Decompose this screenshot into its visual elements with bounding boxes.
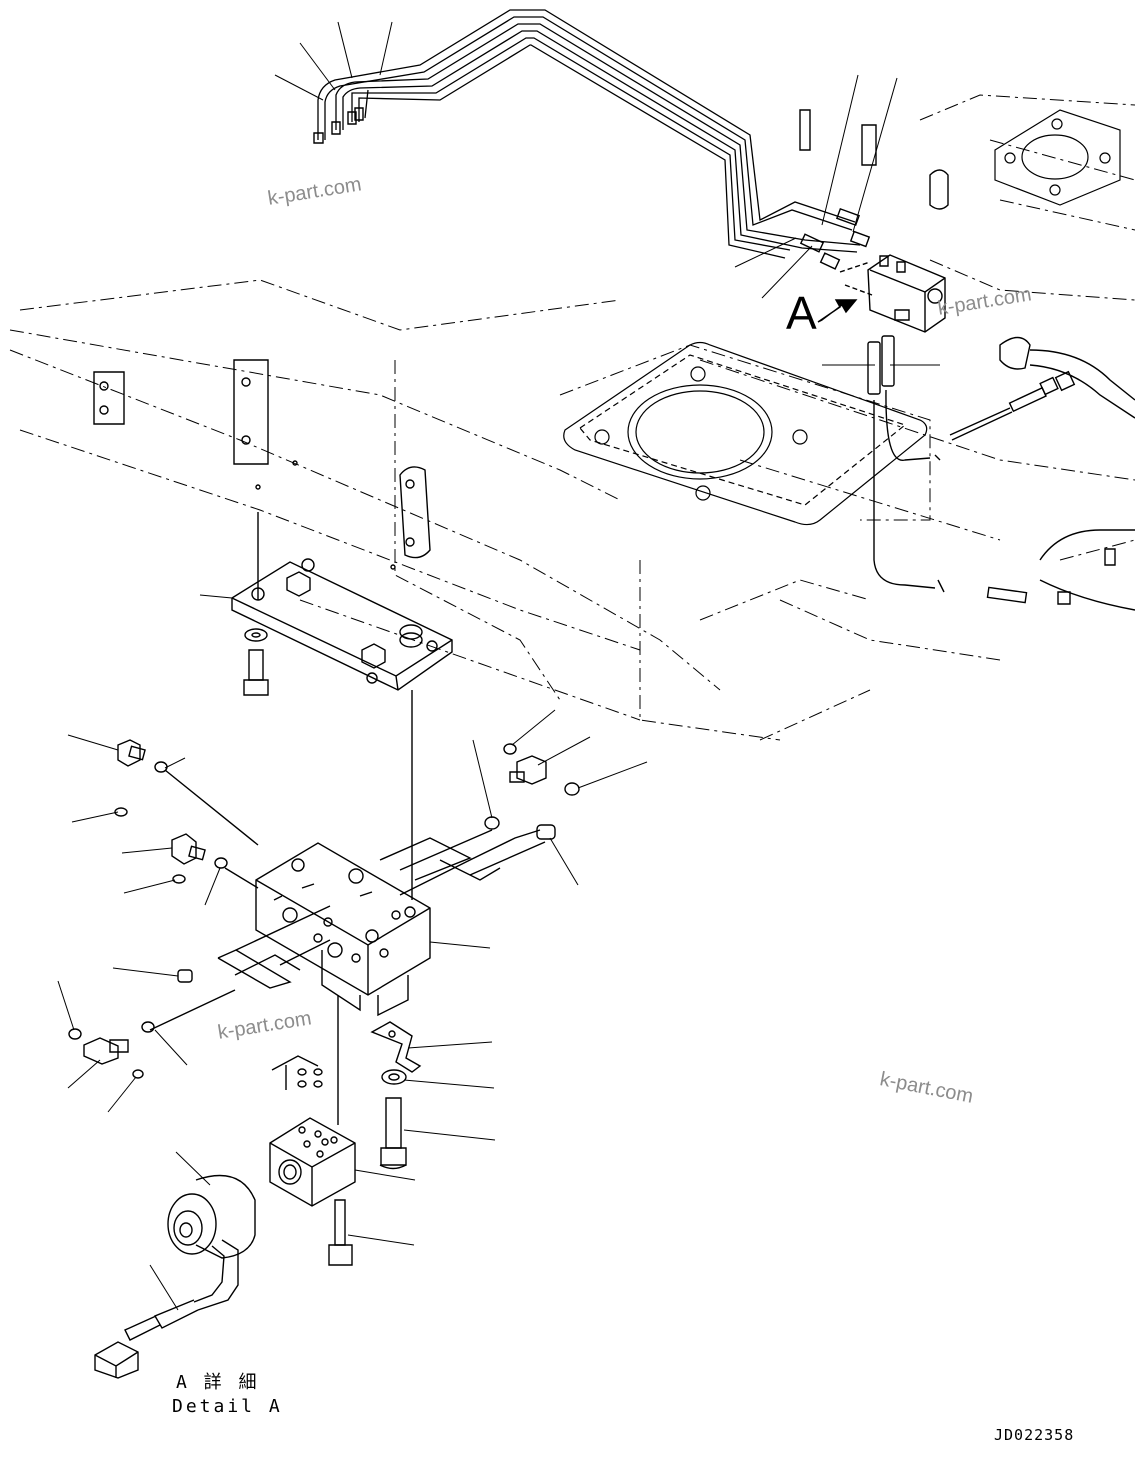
elbow-fittings-right: [400, 744, 579, 875]
elbow-fittings-left: [69, 740, 258, 1078]
pilot-tubing-bundle: [318, 10, 860, 258]
detail-label-jp: A 詳 細: [176, 1372, 260, 1393]
frame-bracket-left: [94, 110, 948, 569]
sub-block: [270, 995, 355, 1206]
flange-plate: [564, 343, 927, 525]
right-hose-assembly: [950, 338, 1135, 611]
solenoid-coil: [95, 1176, 255, 1379]
oring-set: [272, 1056, 322, 1090]
frame-outline-left: [10, 280, 780, 740]
leader-lines: [58, 22, 940, 1310]
frame-outline-right: [560, 95, 1135, 740]
tube-end-fittings: [314, 108, 869, 269]
drawing-code: JD022358: [994, 1426, 1075, 1444]
upper-flange-ring: [995, 110, 1120, 205]
clamp-bracket: [372, 1022, 420, 1169]
detail-label-en: Detail A: [172, 1396, 283, 1417]
view-a-marker: A: [786, 287, 817, 339]
solenoid-valve-small: [840, 255, 945, 592]
sub-block-bolt: [329, 1200, 352, 1265]
main-manifold-block: [218, 830, 540, 1015]
mounting-plate: [232, 512, 452, 900]
view-a-arrow: [818, 300, 856, 322]
plate-bolt: [244, 629, 268, 695]
